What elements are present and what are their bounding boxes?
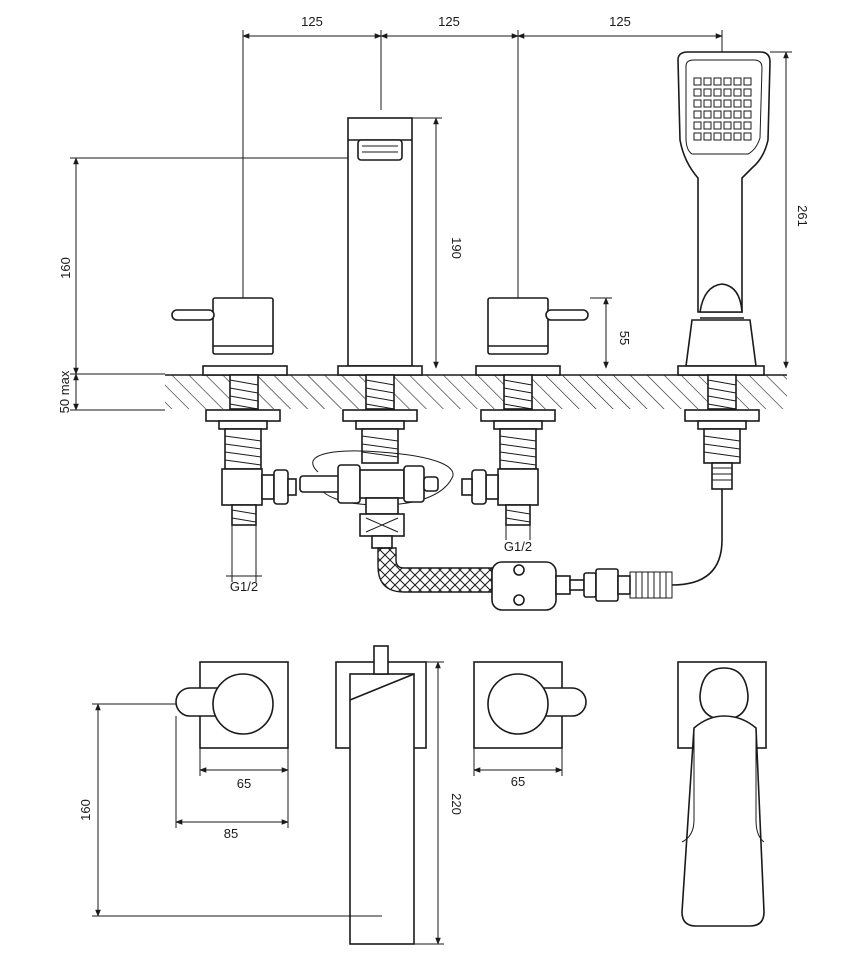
thread-dims: G1/2 G1/2: [226, 525, 532, 594]
dim-plan-handle-plate-left: 65: [237, 776, 251, 791]
plan-spout: 220 160: [78, 645, 464, 945]
dim-handshower-height-group: 261: [770, 51, 810, 369]
dim-handshower-height: 261: [795, 205, 810, 227]
nozzle-cell: [723, 99, 732, 108]
nozzle-cell: [693, 110, 702, 119]
nozzle-cell: [713, 77, 722, 86]
nozzle-cell: [703, 121, 712, 130]
dim-thread-left: G1/2: [230, 579, 258, 594]
dim-spout-outlet-height: 160: [58, 257, 73, 279]
right-valve-elevation: [461, 297, 589, 526]
nozzle-cell: [733, 77, 742, 86]
spout-elevation: [337, 117, 423, 464]
nozzle-cell: [733, 132, 742, 141]
nozzle-cell: [693, 99, 702, 108]
plan-left-handle: 65 85: [175, 661, 289, 841]
nozzle-cell: [713, 110, 722, 119]
dim-plan-spout-reach: 160: [78, 799, 93, 821]
dim-spout-height-group: 190: [412, 117, 464, 369]
dim-plan-handle-plate-right: 65: [511, 774, 525, 789]
dim-spout-outlet-height-group: 160 50 max: [57, 157, 360, 413]
nozzle-cell: [713, 99, 722, 108]
nozzle-cell: [733, 99, 742, 108]
diverter-assembly: [299, 450, 493, 593]
nozzle-cell: [723, 110, 732, 119]
dim-spout-height: 190: [449, 237, 464, 259]
nozzle-cell: [723, 88, 732, 97]
nozzle-cell: [743, 110, 752, 119]
handshower-elevation: [677, 51, 771, 490]
dim-top-spacing-2: 125: [438, 14, 460, 29]
nozzle-cell: [743, 77, 752, 86]
left-valve-elevation: [171, 297, 297, 526]
top-dimension-chain: 125 125 125: [242, 14, 723, 298]
nozzle-cell: [723, 121, 732, 130]
nozzle-cell: [743, 88, 752, 97]
dim-handle-height-group: 55: [590, 297, 632, 369]
nozzle-cell: [743, 121, 752, 130]
nozzle-cell: [703, 132, 712, 141]
plan-handshower: [677, 661, 767, 927]
plan-right-handle: 65: [473, 661, 587, 789]
nozzle-cell: [693, 132, 702, 141]
nozzle-cell: [723, 132, 732, 141]
dim-top-spacing-3: 125: [609, 14, 631, 29]
nozzle-cell: [703, 77, 712, 86]
nozzle-cell: [693, 88, 702, 97]
nozzle-cell: [743, 132, 752, 141]
nozzle-cell: [713, 88, 722, 97]
dim-plan-handle-reach-left: 85: [224, 826, 238, 841]
handshower-hose: [491, 486, 723, 611]
nozzle-cell: [693, 77, 702, 86]
nozzle-cell: [733, 110, 742, 119]
nozzle-cell: [713, 132, 722, 141]
nozzle-cell: [703, 88, 712, 97]
dim-top-spacing-1: 125: [301, 14, 323, 29]
nozzle-cell: [713, 121, 722, 130]
dim-deck-thickness: 50 max: [57, 370, 72, 413]
handshower-nozzle-grid: [693, 77, 752, 141]
nozzle-cell: [703, 110, 712, 119]
nozzle-cell: [723, 77, 732, 86]
dim-handle-height: 55: [617, 331, 632, 345]
nozzle-cell: [703, 99, 712, 108]
nozzle-cell: [733, 88, 742, 97]
deck-hatching: [165, 375, 787, 409]
dim-plan-spout-length: 220: [449, 793, 464, 815]
dim-thread-right: G1/2: [504, 539, 532, 554]
nozzle-cell: [743, 99, 752, 108]
nozzle-cell: [733, 121, 742, 130]
nozzle-cell: [693, 121, 702, 130]
